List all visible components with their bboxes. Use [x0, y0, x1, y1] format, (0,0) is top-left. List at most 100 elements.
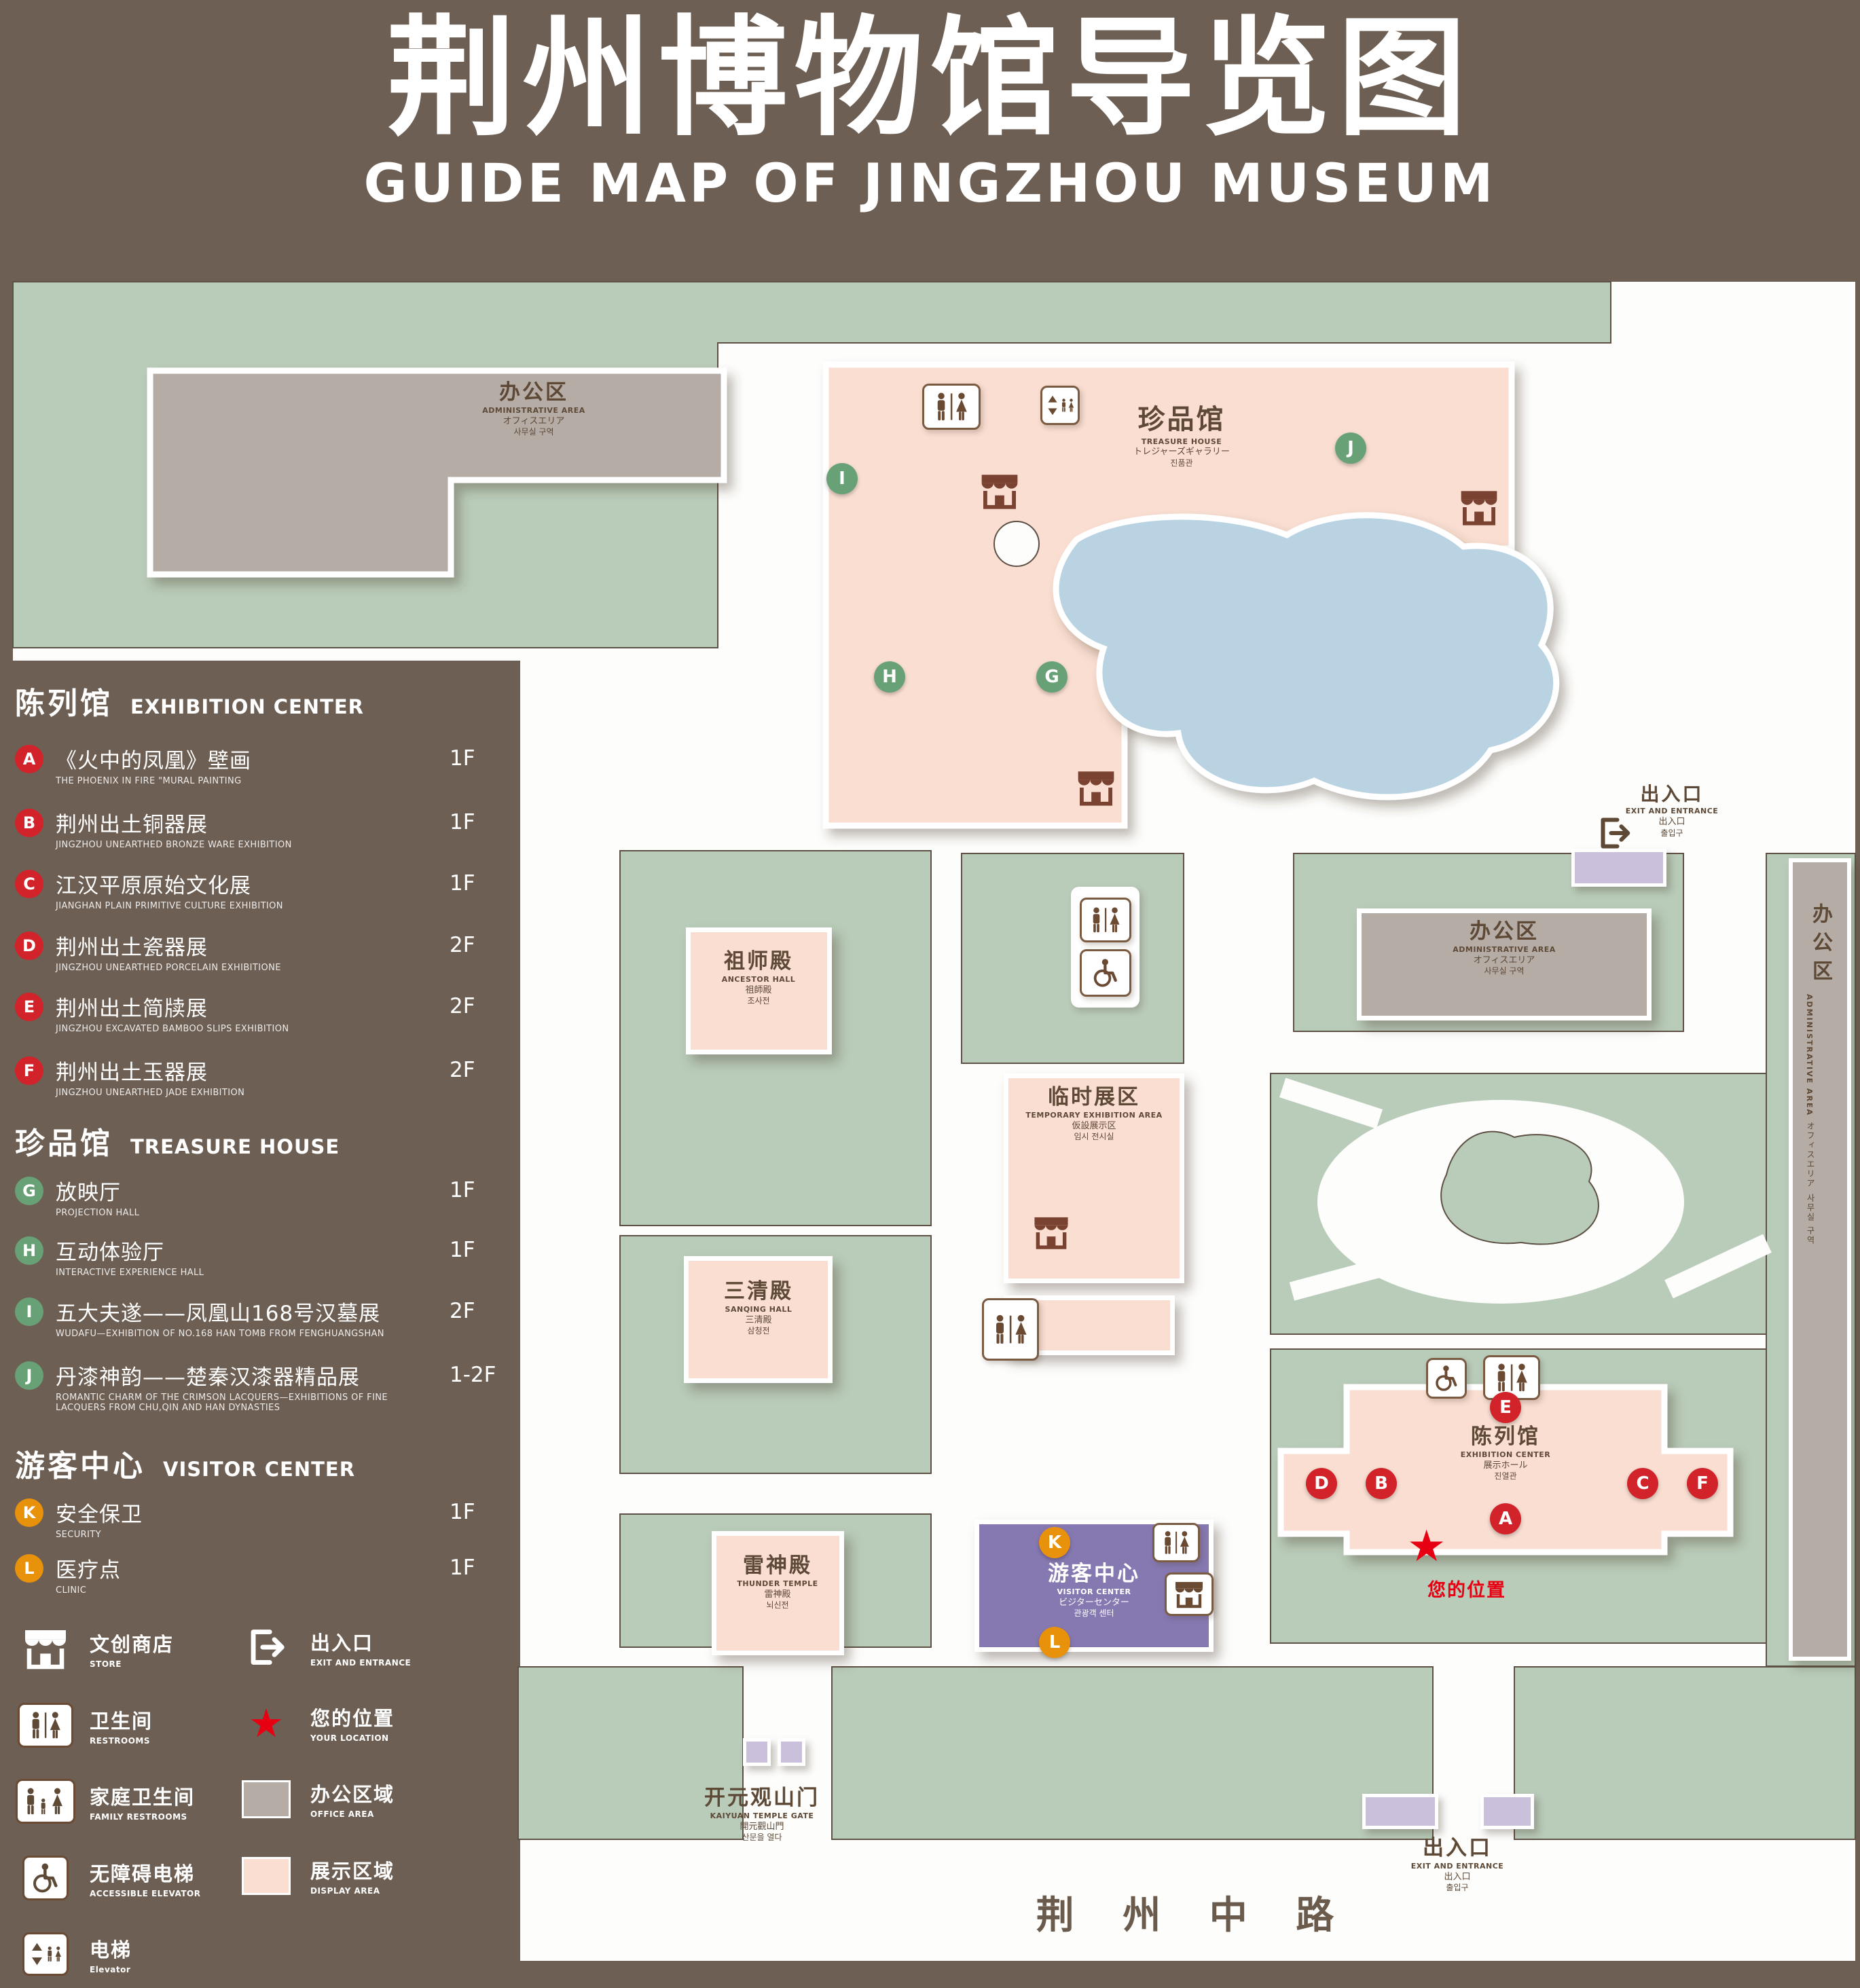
elevator-icon: [15, 1932, 76, 1976]
restroom-icon: [15, 1703, 76, 1748]
item-text: 荆州出土铜器展 JINGZHOU UNEARTHED BRONZE WARE E…: [56, 807, 292, 850]
item-name-zh: 江汉平原原始文化展: [56, 874, 251, 898]
item-name-zh: 荆州出土玉器展: [56, 1061, 208, 1085]
building-name-ja: 祖師殿: [745, 984, 772, 995]
item-name-en: ROMANTIC CHARM OF THE CRIMSON LACQUERS—E…: [56, 1393, 388, 1413]
item-name-zh: 荆州出土瓷器展: [56, 936, 208, 960]
item-name-en: PROJECTION HALL: [56, 1208, 140, 1218]
item-name-en: WUDAFU—EXHIBITION OF NO.168 HAN TOMB FRO…: [56, 1329, 384, 1339]
item-name-en: CLINIC: [56, 1585, 87, 1596]
admin-left-building: [147, 367, 727, 578]
east-exit-block: [1571, 849, 1666, 887]
item-name-zh: 荆州出土铜器展: [56, 813, 208, 837]
symbol-zh: 出入口: [310, 1631, 374, 1655]
restroom-station: [1071, 887, 1139, 1008]
gate-block: [743, 1738, 771, 1766]
building-name-ko: 사무실 구역: [513, 427, 554, 437]
page-title: 荆州博物馆导览图: [386, 3, 1474, 153]
building-name-ja: ビジターセンター: [1059, 1597, 1129, 1608]
item-name-en: JINGZHOU EXCAVATED BAMBOO SLIPS EXHIBITI…: [56, 1024, 289, 1034]
sanqing-hall-label: 三清殿 SANQING HALL 三清殿 삼청전: [724, 1278, 793, 1337]
building-name-en: ANCESTOR HALL: [721, 975, 796, 984]
building-name-ko: 진열관: [1494, 1471, 1517, 1481]
marker-g: G: [1036, 661, 1068, 693]
ancestor-hall-building: [686, 927, 832, 1054]
section-title-en: VISITOR CENTER: [163, 1458, 356, 1481]
item-marker: F: [15, 1056, 43, 1085]
item-floor: 2F: [450, 933, 475, 957]
store-icon: [1031, 1214, 1072, 1251]
south-exit-block: [1362, 1794, 1438, 1829]
section-title-zh: 陈列馆: [15, 686, 113, 721]
item-name-en: JINGZHOU UNEARTHED PORCELAIN EXHIBITIONE: [56, 963, 281, 973]
item-marker: A: [15, 745, 43, 773]
item-name-zh: 安全保卫: [56, 1503, 143, 1527]
marker-l: L: [1039, 1627, 1070, 1658]
building-name-ja: 仮設展示区: [1072, 1120, 1116, 1131]
building-name-ja: 雷神殿: [764, 1589, 791, 1600]
item-floor: 2F: [450, 994, 475, 1018]
building-name-ja: オフィスエリア: [1473, 955, 1535, 965]
building-name-ko: 임시 전시실: [1074, 1132, 1114, 1142]
section-title-zh: 游客中心: [15, 1449, 145, 1484]
item-text: 医疗点 CLINIC: [56, 1553, 121, 1596]
green-zone-bottom-3: [1514, 1666, 1856, 1840]
building-name-en: VISITOR CENTER: [1057, 1587, 1131, 1597]
item-name-zh: 《火中的凤凰》壁画: [56, 749, 251, 773]
your-location-star-icon: ★: [249, 1699, 284, 1746]
building-name-zh: 三清殿: [724, 1279, 793, 1304]
garden-island: [1440, 1130, 1599, 1245]
your-location-star-icon: ★: [1407, 1522, 1446, 1572]
item-name-en: JINGZHOU UNEARTHED BRONZE WARE EXHIBITIO…: [56, 840, 292, 850]
item-floor: 1F: [450, 746, 475, 771]
symbol-text: 办公区域 OFFICE AREA: [310, 1779, 395, 1819]
legend-item-k: K 安全保卫 SECURITY 1F: [15, 1497, 517, 1540]
building-name-ko: 사무실 구역: [1484, 966, 1525, 976]
exit-label-en: EXIT AND ENTRANCE: [1625, 807, 1719, 816]
item-marker: G: [15, 1177, 43, 1205]
item-text: 江汉平原原始文化展 JIANGHAN PLAIN PRIMITIVE CULTU…: [56, 868, 283, 911]
building-name-ko: 조사전: [747, 996, 770, 1006]
item-floor: 1F: [450, 1500, 475, 1524]
item-name-en: INTERACTIVE EXPERIENCE HALL: [56, 1268, 204, 1278]
building-name-en: ADMINISTRATIVE AREA: [1453, 945, 1556, 955]
building-name-zh: 办公区: [498, 380, 568, 405]
item-marker: E: [15, 993, 43, 1021]
header: 荆州博物馆导览图 GUIDE MAP OF JINGZHOU MUSEUM: [0, 0, 1860, 215]
admin-left-label: 办公区 ADMINISTRATIVE AREA オフィスエリア 사무실 구역: [482, 379, 585, 438]
legend-item-b: B 荆州出土铜器展 JINGZHOU UNEARTHED BRONZE WARE…: [15, 807, 517, 850]
garden-path-corridor: [1279, 1078, 1383, 1129]
building-name-ko: 뇌신전: [766, 1600, 789, 1610]
legend-item-d: D 荆州出土瓷器展 JINGZHOU UNEARTHED PORCELAIN E…: [15, 930, 517, 973]
exit-label-zh: 出入口: [1640, 783, 1704, 805]
building-name-en: SANQING HALL: [725, 1305, 792, 1314]
building-name-ko: 삼청전: [747, 1326, 770, 1336]
display-area-swatch: [236, 1856, 297, 1895]
item-floor: 1F: [450, 1178, 475, 1202]
restroom-icon: [922, 384, 981, 430]
symbol-en: FAMILY RESTROOMS: [90, 1811, 187, 1822]
building-name-ja: オフィスエリア: [1806, 1122, 1815, 1189]
exit-label-zh: 出入口: [1422, 1836, 1492, 1860]
symbol-text: 无障碍电梯 ACCESSIBLE ELEVATOR: [90, 1858, 200, 1898]
item-marker: D: [15, 932, 43, 960]
symbol-text: 出入口 EXIT AND ENTRANCE: [310, 1627, 411, 1668]
restroom-icon: [1079, 898, 1131, 942]
item-marker: K: [15, 1498, 43, 1527]
item-name-zh: 放映厅: [56, 1181, 121, 1205]
item-text: 《火中的凤凰》壁画 THE PHOENIX IN FIRE "MURAL PAI…: [56, 743, 251, 786]
store-icon: [15, 1626, 76, 1671]
marker-f: F: [1687, 1468, 1718, 1499]
thunder-temple-label: 雷神殿 THUNDER TEMPLE 雷神殿 뇌신전: [737, 1552, 818, 1611]
accessible-icon: [1079, 949, 1131, 997]
item-name-zh: 医疗点: [56, 1558, 121, 1583]
item-marker: L: [15, 1554, 43, 1583]
kaiyuan-gate-label: 开元观山门 KAIYUAN TEMPLE GATE 開元觀山門 산문을 열다: [704, 1784, 820, 1843]
symbol-text: 文创商店 STORE: [90, 1629, 174, 1669]
legend-item-f: F 荆州出土玉器展 JINGZHOU UNEARTHED JADE EXHIBI…: [15, 1055, 517, 1098]
item-text: 荆州出土玉器展 JINGZHOU UNEARTHED JADE EXHIBITI…: [56, 1055, 244, 1098]
east-exit-label: 出入口 EXIT AND ENTRANCE 出入口 출입구: [1626, 782, 1719, 839]
building-name-ja: 三清殿: [745, 1314, 772, 1325]
building-name-zh: 临时展区: [1047, 1085, 1140, 1109]
marker-b: B: [1366, 1468, 1397, 1499]
